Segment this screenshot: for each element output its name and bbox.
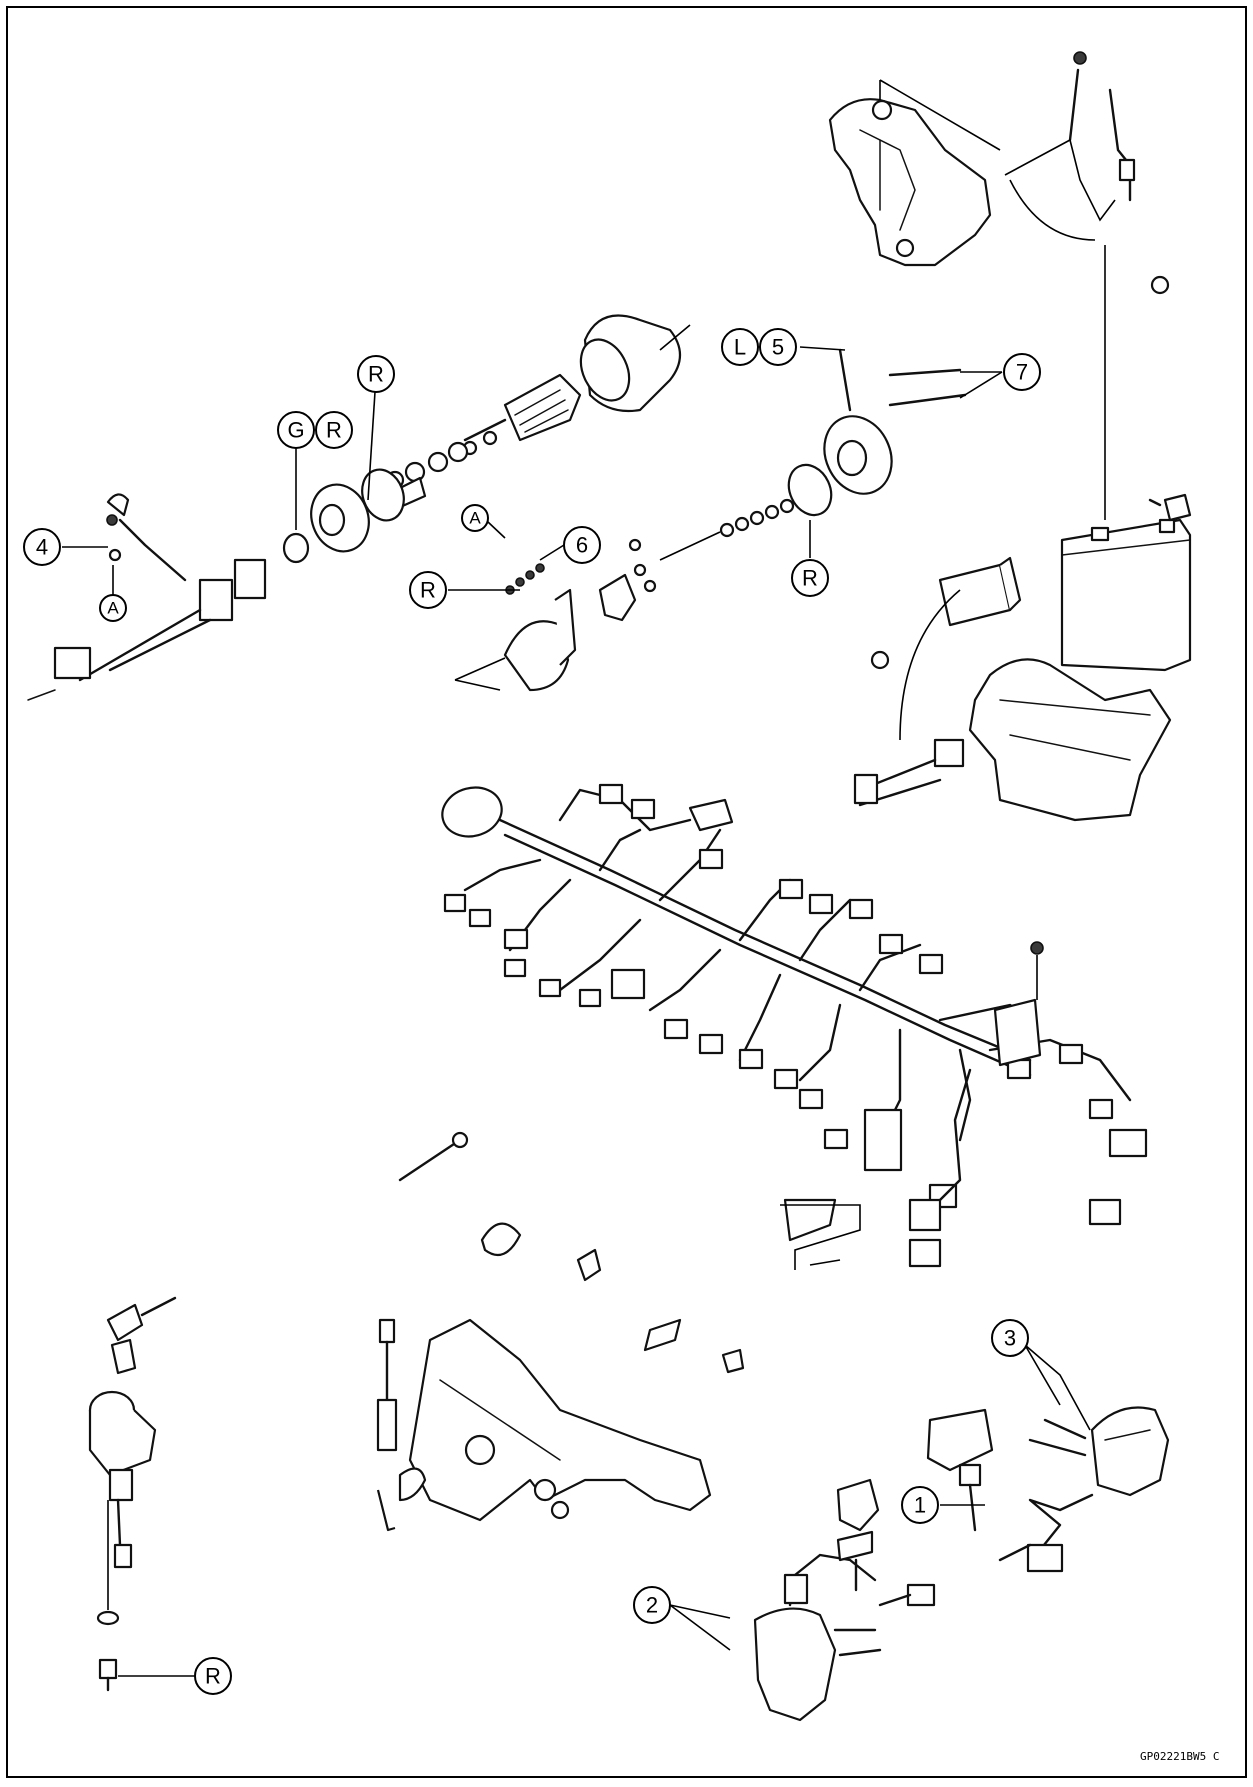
ignition-switch	[88, 1390, 200, 1692]
o-ring-small	[282, 532, 310, 564]
callout-A-left: A	[99, 594, 127, 622]
svg-text:R: R	[368, 362, 384, 387]
battery-cable	[1004, 51, 1170, 520]
page-frame	[6, 6, 1247, 1778]
svg-text:R: R	[326, 418, 342, 443]
ecu-box	[938, 556, 1022, 627]
svg-text:1: 1	[914, 1493, 926, 1518]
battery-case	[968, 658, 1172, 822]
side-stand-switch	[376, 1318, 427, 1532]
svg-text:A: A	[469, 509, 481, 528]
o-ring-left	[361, 468, 405, 522]
starter-motor-yoke	[579, 314, 691, 413]
svg-text:4: 4	[36, 535, 48, 560]
callout-G: G	[277, 411, 315, 449]
side-stand-bracket	[408, 1318, 712, 1522]
starter-washers	[385, 441, 469, 510]
right-switch-housing-part	[926, 1408, 994, 1532]
svg-text:5: 5	[772, 335, 784, 360]
svg-text:G: G	[287, 418, 304, 443]
starter-end-cover-right	[823, 348, 967, 495]
battery	[1060, 518, 1192, 672]
callout-R-bolt: R	[194, 1657, 232, 1695]
callout-R-oring: R	[357, 355, 395, 393]
brush-holder	[454, 563, 577, 692]
leader-A-top	[487, 521, 506, 539]
right-washers	[659, 498, 795, 561]
svg-text:R: R	[802, 566, 818, 591]
callout-leaders	[62, 346, 1091, 1651]
ignition-key	[106, 1296, 177, 1375]
harness-clamps	[398, 1131, 942, 1374]
battery-strap-clip	[1148, 493, 1192, 522]
frame-cover-part	[828, 79, 1001, 267]
left-handlebar-switch	[753, 1478, 936, 1722]
callout-R-cap: R	[315, 411, 353, 449]
callout-3: 3	[991, 1319, 1029, 1357]
callout-6: 6	[563, 526, 601, 564]
svg-text:R: R	[205, 1664, 221, 1689]
callout-L: L	[721, 328, 759, 366]
callout-5: 5	[759, 328, 797, 366]
callout-R-right: R	[791, 559, 829, 597]
main-wiring-harness	[441, 783, 1148, 1226]
right-handlebar-switch	[998, 1406, 1170, 1573]
callout-1: 1	[901, 1486, 939, 1524]
fuse-relay-connector	[853, 589, 965, 807]
brush-plate	[598, 538, 657, 622]
starter-relay-assembly	[27, 493, 267, 701]
figure-code: GP02221BW5 C	[1140, 1750, 1219, 1763]
svg-text:A: A	[107, 599, 119, 618]
callout-4: 4	[23, 528, 61, 566]
svg-text:R: R	[420, 578, 436, 603]
starter-end-cover-left	[310, 483, 370, 553]
callout-A-top: A	[461, 504, 489, 532]
svg-text:6: 6	[576, 533, 588, 558]
starter-armature	[462, 373, 582, 456]
svg-text:2: 2	[646, 1593, 658, 1618]
svg-text:L: L	[734, 335, 746, 360]
svg-text:3: 3	[1004, 1326, 1016, 1351]
callout-7: 7	[1003, 353, 1041, 391]
callout-R-brush: R	[409, 571, 447, 609]
svg-text:7: 7	[1016, 360, 1028, 385]
o-ring-right	[787, 463, 833, 517]
callout-2: 2	[633, 1586, 671, 1624]
